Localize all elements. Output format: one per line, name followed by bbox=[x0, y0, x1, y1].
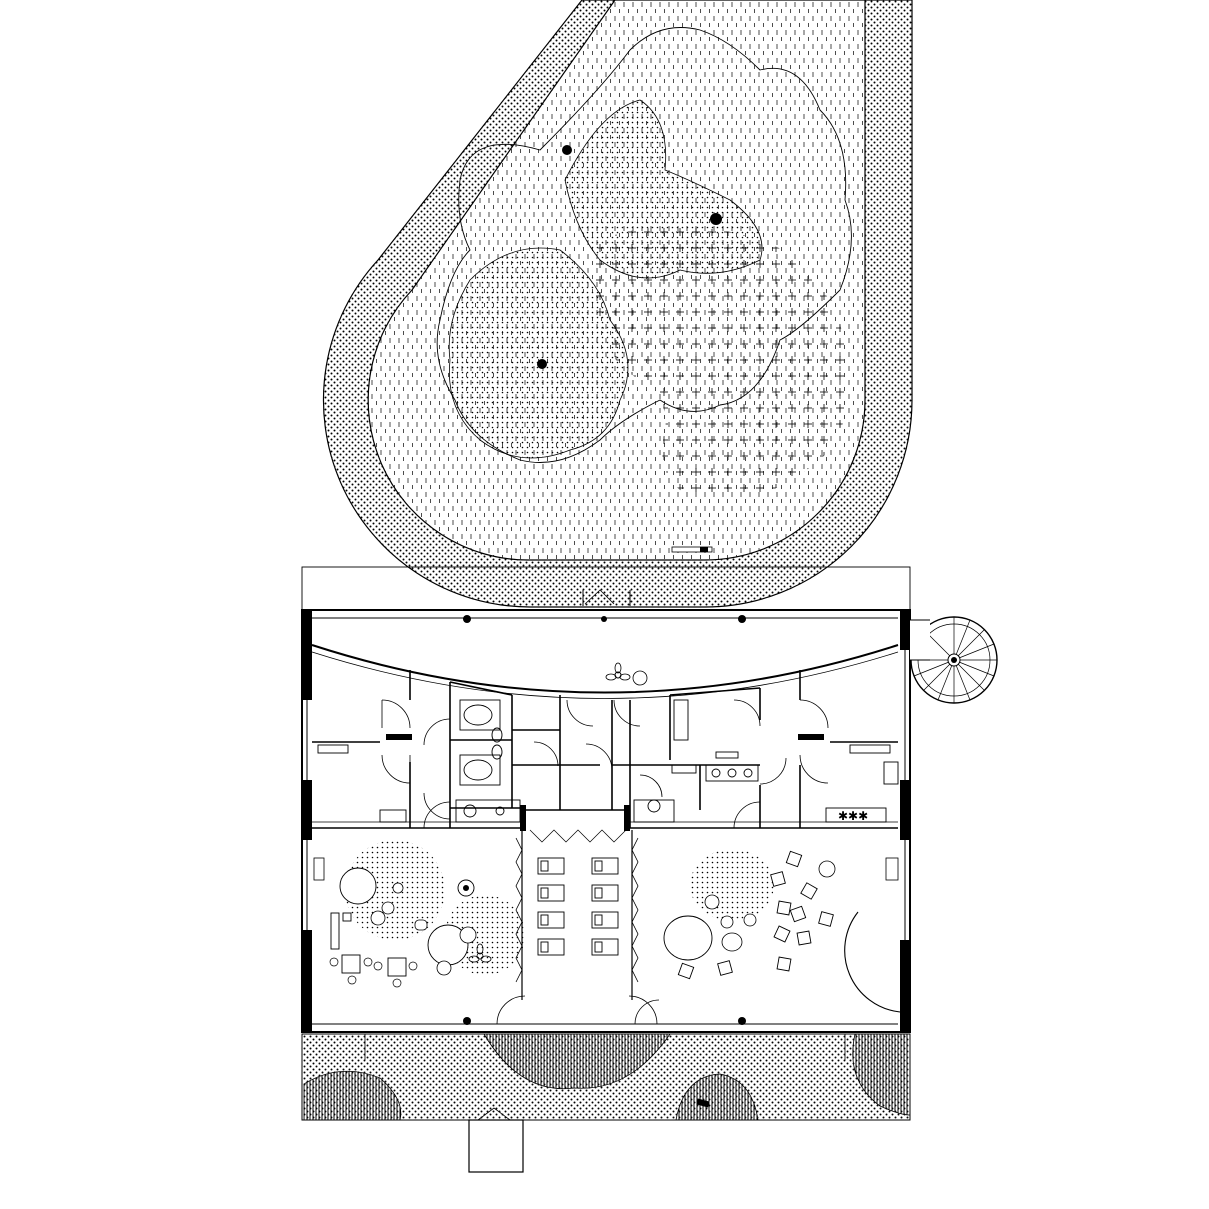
column bbox=[738, 1017, 746, 1025]
courtyard bbox=[322, 0, 913, 608]
group-room-right bbox=[663, 849, 901, 1013]
column bbox=[463, 615, 471, 623]
wall-segment bbox=[302, 610, 312, 700]
play-blob bbox=[663, 915, 713, 961]
wall-segment bbox=[302, 780, 312, 840]
column bbox=[601, 616, 607, 622]
curved-hall-wall bbox=[311, 644, 899, 694]
tree-trunk bbox=[710, 213, 722, 225]
building: ✱✱✱ bbox=[301, 609, 911, 1033]
planting-bed bbox=[303, 1070, 402, 1121]
wall-segment bbox=[900, 610, 910, 650]
entrance-vestibule bbox=[468, 1107, 524, 1173]
table bbox=[341, 954, 361, 974]
wall-segment bbox=[900, 940, 910, 1032]
tree-trunk bbox=[562, 145, 572, 155]
beds bbox=[537, 857, 619, 956]
plant-symbol bbox=[605, 662, 631, 681]
wall-segment bbox=[900, 780, 910, 840]
door-swings bbox=[381, 699, 829, 829]
courtyard-bench bbox=[671, 546, 713, 553]
spiral-stair bbox=[910, 616, 998, 704]
kitchen-counter: ✱✱✱ bbox=[317, 744, 899, 823]
planter bbox=[632, 670, 648, 686]
cross-planting bbox=[595, 226, 851, 499]
tree-trunk bbox=[537, 359, 547, 369]
wall-segment bbox=[302, 930, 312, 1032]
toilet bbox=[459, 744, 503, 786]
curtain bbox=[631, 837, 639, 983]
svg-text:✱✱✱: ✱✱✱ bbox=[838, 809, 868, 823]
play-circle bbox=[339, 867, 377, 905]
toilet bbox=[459, 699, 503, 743]
dotted-ground-b bbox=[448, 247, 629, 459]
table bbox=[387, 957, 407, 977]
sink-row bbox=[671, 699, 759, 782]
planting-bed bbox=[483, 1033, 671, 1090]
planting-bed bbox=[852, 1033, 911, 1116]
curtain-arc bbox=[844, 911, 901, 1013]
terrace bbox=[301, 1033, 911, 1121]
column bbox=[738, 615, 746, 623]
courtyard-drain bbox=[700, 547, 708, 552]
sleeping-room bbox=[496, 829, 658, 1025]
group-room-left bbox=[313, 840, 525, 988]
stools bbox=[677, 850, 834, 980]
planting-bed bbox=[675, 1073, 759, 1121]
column bbox=[463, 1017, 471, 1025]
